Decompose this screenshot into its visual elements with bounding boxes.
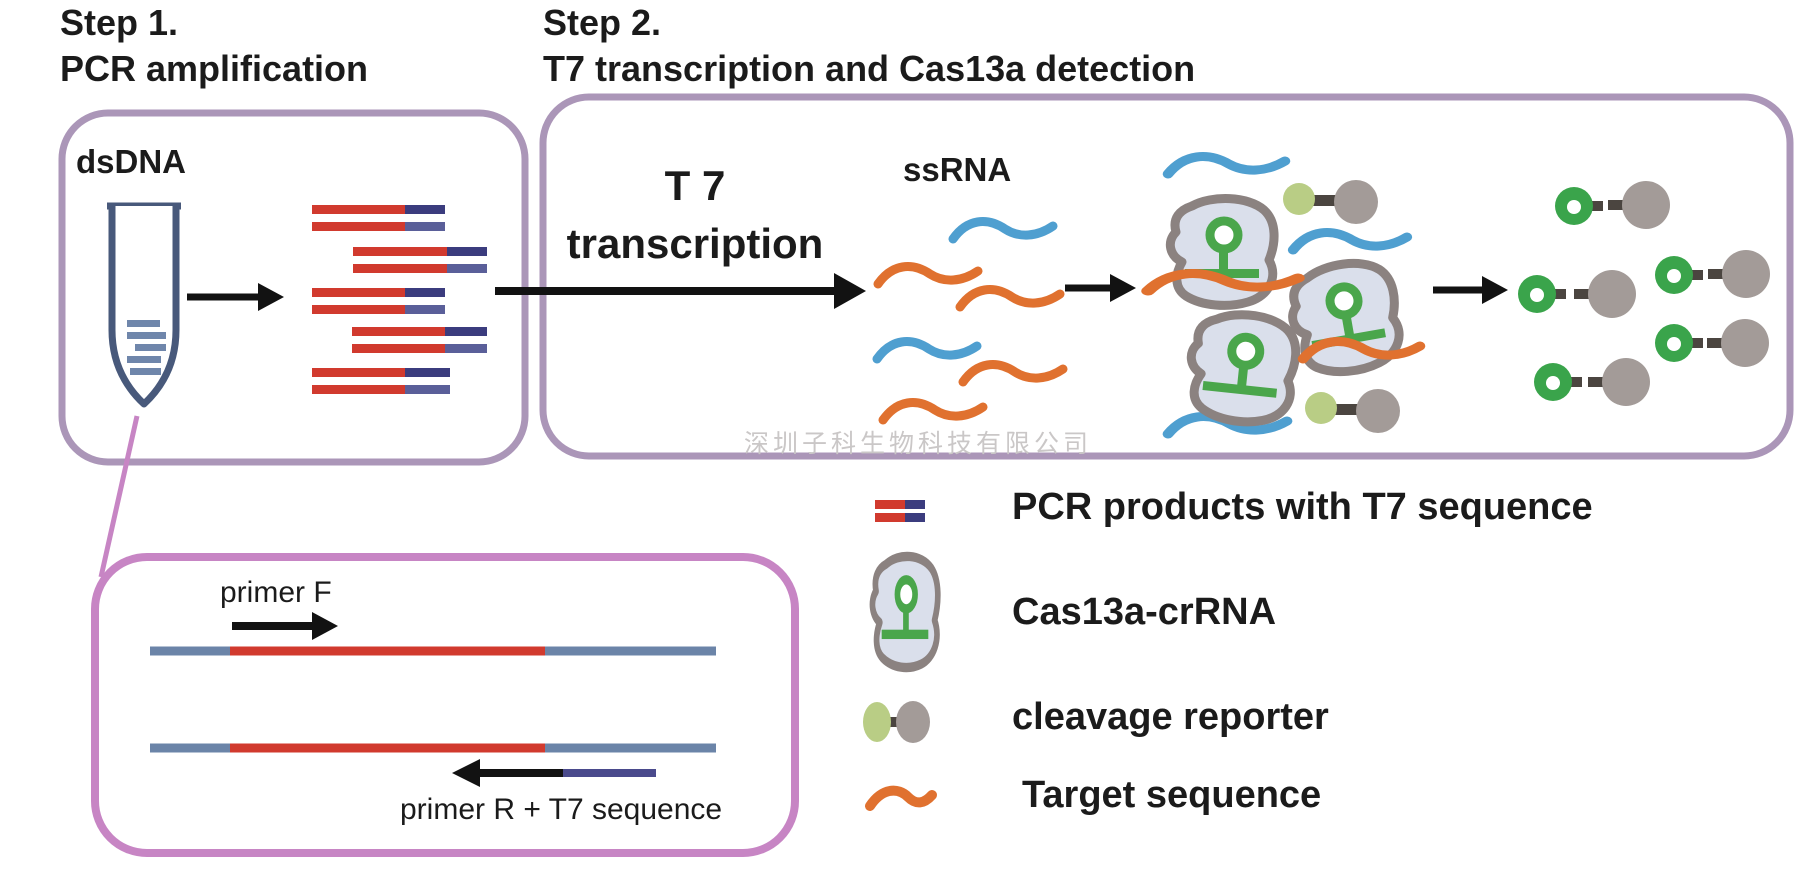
primer-f-arrow-icon <box>232 612 338 640</box>
pcr-product-pair <box>312 368 450 394</box>
dsdna-lines-icon <box>127 320 166 375</box>
cleavage-reporter-icon <box>1283 180 1378 224</box>
ssrna-cluster-icon <box>877 222 1063 420</box>
quencher-icon <box>1588 358 1650 406</box>
t7-transcription-arrow-icon <box>495 273 866 309</box>
cleaved-reporters-icon <box>1518 181 1770 406</box>
legend-label-target-sequence: Target sequence <box>1022 774 1322 816</box>
step2-title-line1: Step 2. <box>543 2 662 43</box>
legend-label-cleavage-reporter: cleavage reporter <box>1012 696 1329 738</box>
fluorophore-icon <box>1518 275 1566 313</box>
dsdna-label: dsDNA <box>76 143 187 180</box>
zoom-box <box>91 553 799 857</box>
legend-icons <box>863 500 938 811</box>
t7-label-line1: T 7 <box>664 162 726 209</box>
cas13a-crrna-icon <box>1185 309 1299 426</box>
target-rna-icon <box>963 365 1063 382</box>
pcr-product-pair <box>352 327 487 353</box>
cleavage-arrow-icon <box>1433 276 1508 304</box>
primer-f-label: primer F <box>220 576 332 609</box>
cleavage-reporter-icon <box>1305 389 1400 433</box>
ssrna-blue-icon <box>877 342 977 359</box>
ssrna-label: ssRNA <box>903 151 1012 188</box>
watermark: 深圳子科生物科技有限公司 <box>744 430 1093 458</box>
quencher-icon <box>1708 250 1770 298</box>
cas13a-complex-cluster <box>1148 157 1420 434</box>
target-rna-icon <box>960 290 1060 307</box>
cleavage-reporter-icon <box>863 701 930 743</box>
pcr-product-icon <box>875 500 925 522</box>
ssrna-blue-icon <box>1293 233 1407 250</box>
step2-box <box>539 93 1794 460</box>
t7-label-line2: transcription <box>566 220 824 267</box>
step1-title-line1: Step 1. <box>60 2 179 43</box>
zoom-leader-line <box>98 415 140 578</box>
pcr-product-pair <box>353 247 487 273</box>
pcr-tube-icon <box>107 202 181 408</box>
binding-arrow-icon <box>1065 274 1136 302</box>
amplification-arrow-icon <box>187 283 284 311</box>
pcr-product-pair <box>312 205 445 231</box>
target-rna-icon <box>883 403 983 420</box>
legend-label-pcr-products: PCR products with T7 sequence <box>1012 486 1593 528</box>
fluorophore-icon <box>1534 363 1582 401</box>
step2-title-line2: T7 transcription and Cas13a detection <box>543 48 1196 89</box>
fluorophore-icon <box>1655 256 1703 294</box>
quencher-icon <box>1707 319 1769 367</box>
primer-r-label: primer R + T7 sequence <box>400 793 723 826</box>
step1-title-line2: PCR amplification <box>60 48 369 89</box>
primer-r-arrow-icon <box>452 759 656 787</box>
pcr-product-pair <box>312 288 445 314</box>
target-sequence-icon <box>865 785 937 811</box>
ssrna-blue-icon <box>953 222 1053 239</box>
cas13a-crrna-icon <box>872 556 937 667</box>
ssrna-blue-icon <box>1168 157 1285 174</box>
quencher-icon <box>1574 270 1636 318</box>
pcr-products-icon <box>312 205 487 394</box>
quencher-icon <box>1608 181 1670 229</box>
target-rna-icon <box>878 267 978 284</box>
fluorophore-icon <box>1555 187 1603 225</box>
legend-label-cas13a-crrna: Cas13a-crRNA <box>1012 591 1277 633</box>
fluorophore-icon <box>1655 324 1703 362</box>
